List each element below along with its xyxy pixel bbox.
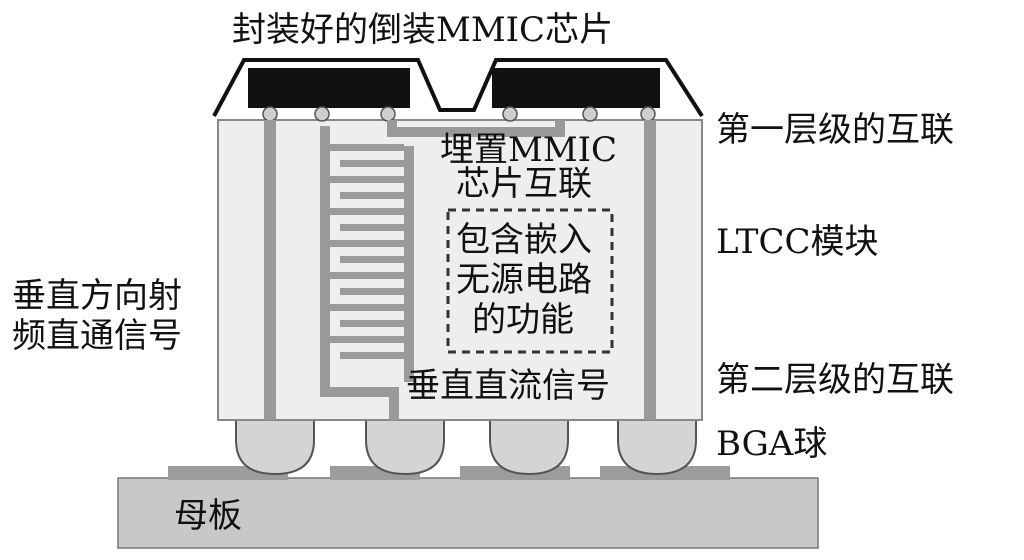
ltcc-module [217, 119, 703, 421]
first-level-bumps [262, 106, 656, 122]
vertical-dc-path [320, 382, 399, 420]
label-embedded-mmic-line2: 芯片互联 [456, 164, 592, 204]
label-vertical-dc-signal: 垂直直流信号 [406, 366, 610, 406]
label-passive-line3: 的功能 [472, 300, 574, 340]
label-motherboard: 母板 [174, 496, 242, 536]
label-vertical-rf-line2: 频直通信号 [12, 316, 182, 356]
label-passive-line2: 无源电路 [456, 260, 592, 300]
bga-balls [235, 419, 697, 476]
label-embedded-mmic-line1: 埋置MMIC [440, 130, 618, 170]
chip-package-outline [212, 58, 704, 118]
label-first-level-interconnect: 第一层级的互联 [716, 110, 954, 150]
motherboard [117, 477, 819, 549]
embedded-chip-trace [387, 120, 565, 137]
mmic-chip-right [492, 68, 660, 108]
label-bga-ball: BGA球 [716, 424, 828, 464]
vertical-rf-via [264, 120, 276, 420]
label-ltcc-module: LTCC模块 [716, 222, 879, 262]
label-second-level-interconnect: 第二层级的互联 [716, 360, 954, 400]
label-passive-line1: 包含嵌入 [456, 220, 592, 260]
vertical-via-right [644, 120, 656, 420]
embedded-passive-comb [320, 126, 414, 382]
mmic-chip-left [248, 68, 410, 108]
label-vertical-rf-line1: 垂直方向射 [12, 276, 182, 316]
label-flip-chip-mmic: 封装好的倒装MMIC芯片 [232, 10, 614, 50]
